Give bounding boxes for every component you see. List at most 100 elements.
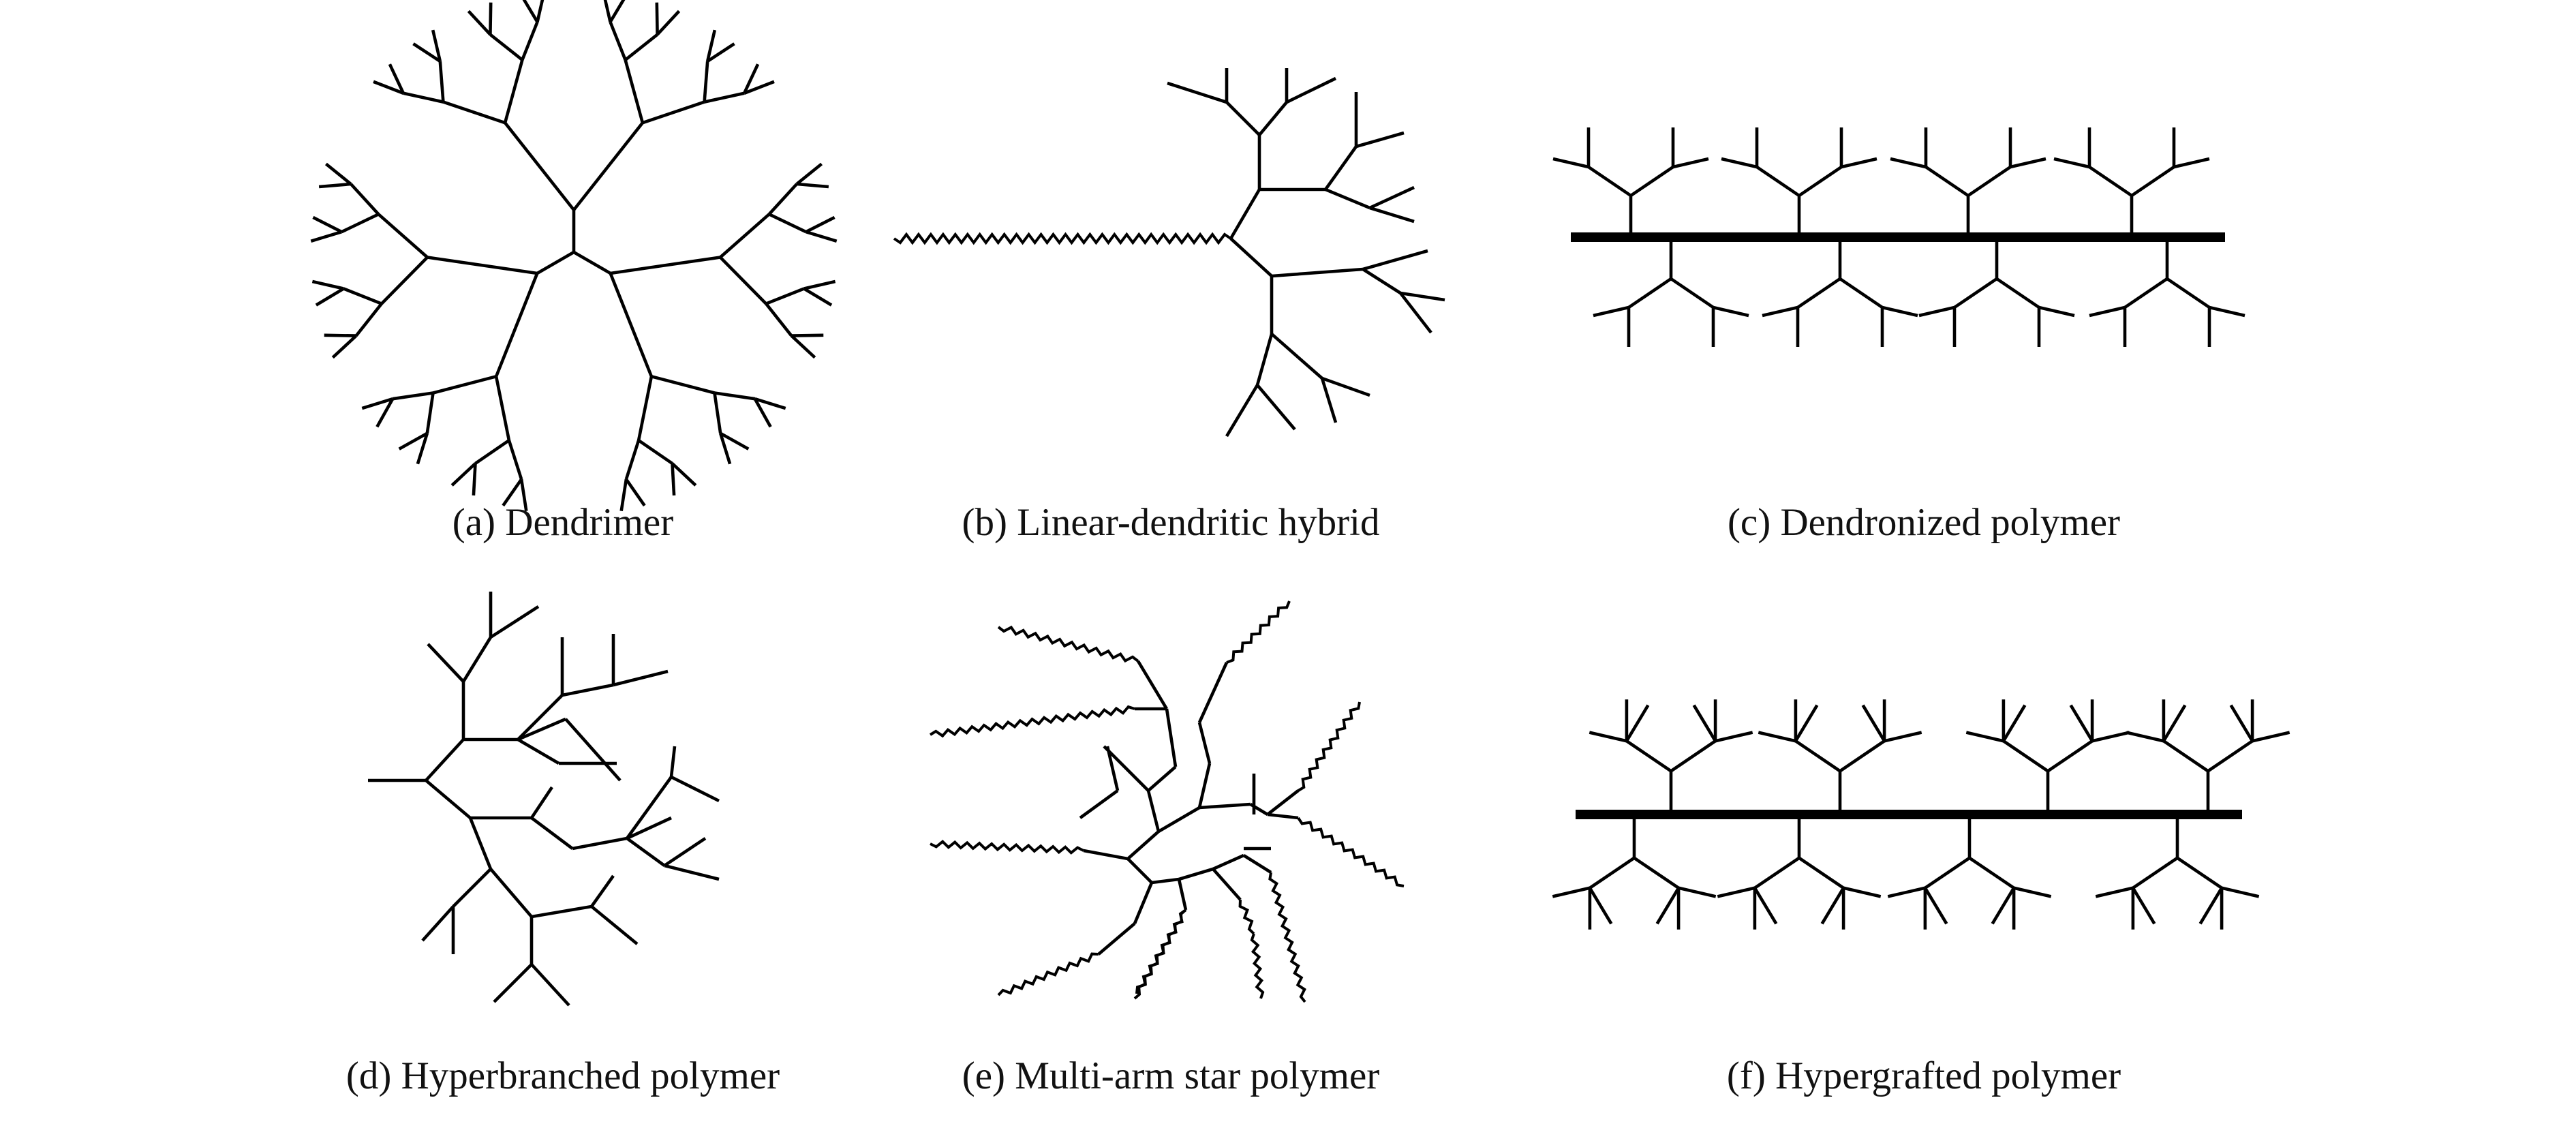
hyperbranch-bond (572, 836, 628, 851)
star-core-bond (1079, 789, 1119, 819)
terminal-branch (438, 61, 445, 102)
hyperbranch-bond (670, 775, 720, 803)
bond-line (1321, 376, 1370, 397)
bond-line (1324, 145, 1358, 191)
dendron-branch (1229, 188, 1261, 240)
star-core-bond (1212, 853, 1244, 871)
core-bond (572, 251, 611, 275)
terminal-group (1655, 887, 1681, 925)
star-core-bond (1165, 708, 1178, 767)
caption-c: (c) Dendronized polymer (1728, 501, 2120, 544)
terminal-group (1884, 731, 1922, 743)
terminal-group (1890, 157, 1927, 169)
dendron-branch (572, 121, 644, 211)
star-core-bond (1267, 812, 1299, 820)
dendron-branch (610, 256, 721, 275)
terminal-group (312, 215, 343, 234)
dendron-branch (1670, 740, 1717, 773)
star-core-bond (1197, 722, 1212, 764)
linear-dendritic-hybrid-drawing (893, 68, 1445, 438)
hyperbranch-bond (626, 837, 666, 867)
terminal-branch (403, 91, 444, 104)
terminal-group (803, 287, 833, 307)
terminal-branch (521, 21, 539, 61)
star-core-bond (1157, 806, 1201, 833)
terminal-group (1588, 887, 1613, 925)
star-core-bond (1147, 765, 1177, 792)
terminal-group (1753, 887, 1778, 925)
terminal-group (2198, 887, 2224, 925)
terminal-group (1843, 886, 1882, 898)
dendron-branch (1924, 856, 1971, 889)
terminal-group (1717, 886, 1755, 898)
dendron-branch (651, 375, 716, 395)
terminal-group (803, 279, 836, 290)
terminal-group (790, 334, 816, 359)
dendronized-polymer-drawing (1552, 127, 2245, 347)
hyperbranch-bond (562, 683, 614, 697)
terminal-group (743, 80, 775, 95)
terminal-group (1841, 157, 1877, 169)
hyperbranch-bond (664, 864, 720, 881)
star-arm (1297, 701, 1361, 792)
hyperbranch-bond (530, 963, 570, 1007)
star-core-bond (1177, 879, 1188, 911)
terminal-group (1923, 887, 1948, 925)
bond-line (1355, 131, 1405, 149)
hyperbranch-bond (517, 738, 560, 765)
dendron-branch (2132, 856, 2179, 889)
star-core-bond (1242, 854, 1272, 874)
terminal-branch (489, 33, 523, 61)
terminal-group (1762, 305, 1798, 318)
terminal-group (2091, 731, 2130, 743)
hyperbranch-bond (425, 738, 465, 782)
terminal-group (1713, 305, 1749, 318)
dendron-branch (1839, 277, 1884, 309)
star-core-bond (1126, 830, 1160, 860)
terminal-group (2229, 704, 2254, 742)
terminal-group (1861, 704, 1886, 742)
caption-b: (b) Linear-dendritic hybrid (962, 501, 1380, 544)
star-arm (929, 705, 1135, 738)
terminal-group (2162, 704, 2187, 742)
terminal-group (1991, 887, 2016, 925)
dendron-branch (1587, 166, 1632, 197)
dendron-branch (2123, 277, 2168, 309)
terminal-group (373, 80, 404, 95)
terminal-group (805, 215, 835, 234)
star-arm (1268, 872, 1306, 1003)
terminal-group (361, 397, 393, 410)
terminal-group (625, 478, 646, 507)
terminal-group (2010, 157, 2046, 169)
terminal-group (1625, 704, 1650, 742)
bond-line (1258, 101, 1288, 136)
terminal-group (324, 333, 356, 337)
dendron-branch (2088, 166, 2133, 197)
core-bond (536, 251, 575, 275)
dendrimer-drawing (310, 0, 838, 512)
dendron-branch (2166, 277, 2211, 309)
terminal-group (2069, 704, 2094, 742)
terminal-branch (392, 391, 433, 401)
terminal-group (1678, 886, 1717, 898)
dendron-branch (1755, 166, 1800, 197)
dendron-branch (2130, 166, 2175, 197)
hyperbranch-bond (468, 817, 493, 870)
star-core-bond (1097, 922, 1136, 956)
caption-f: (f) Hypergrafted polymer (1727, 1054, 2121, 1097)
terminal-group (2095, 886, 2134, 898)
dendron-branch (442, 100, 506, 125)
terminal-group (1552, 886, 1591, 898)
dendron-branch (1967, 166, 2012, 197)
linear-polymer-chain (893, 232, 1232, 245)
terminal-group (2053, 157, 2090, 169)
terminal-branch (474, 439, 510, 465)
terminal-group (2131, 887, 2156, 925)
terminal-group (656, 10, 681, 36)
terminal-branch (768, 213, 807, 234)
terminal-group (519, 478, 528, 512)
star-arm (1226, 600, 1291, 664)
dendron-branch (503, 59, 524, 123)
bond-line (1225, 101, 1261, 136)
